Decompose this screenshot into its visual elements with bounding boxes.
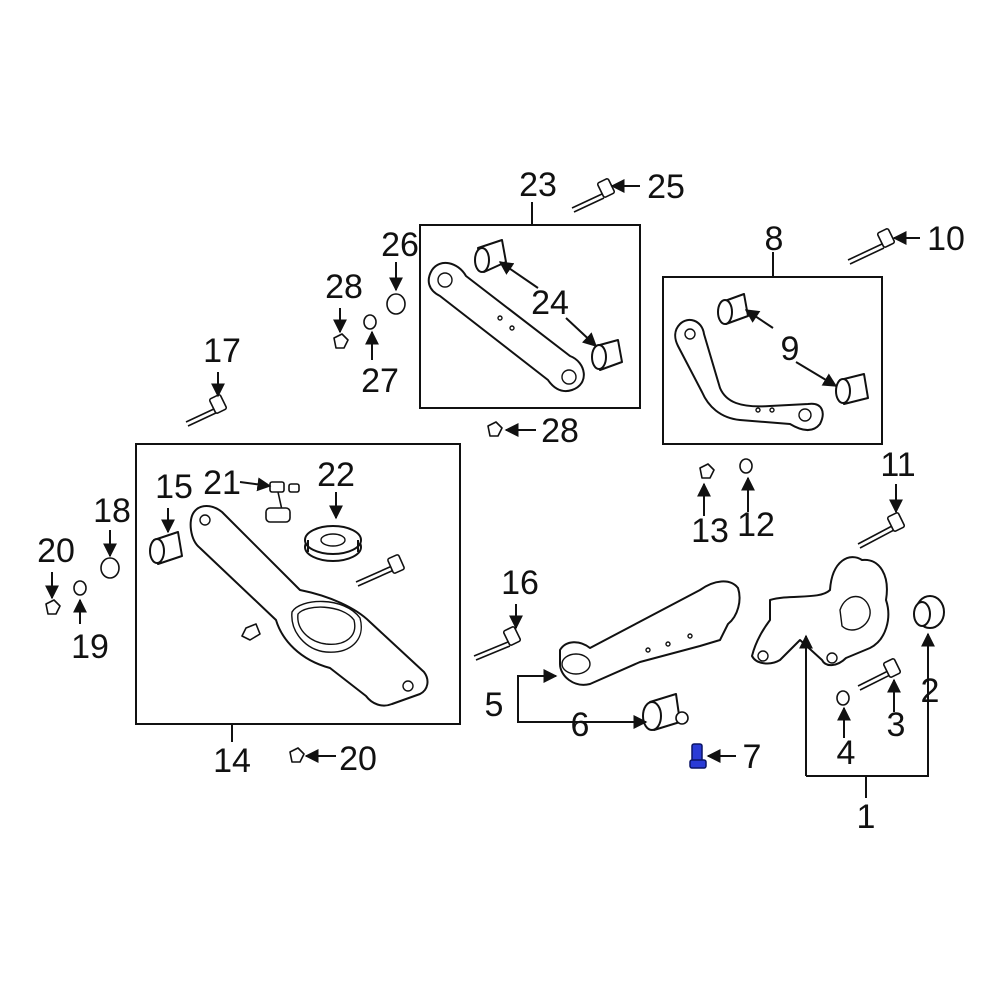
bushing-6 xyxy=(642,693,689,731)
callout-7: 7 xyxy=(743,738,762,776)
callout-8: 8 xyxy=(765,220,784,258)
nut-28-lower xyxy=(487,421,503,437)
trailing-arm xyxy=(559,580,741,686)
washer-19 xyxy=(73,580,87,596)
nut-subframe xyxy=(241,623,261,641)
callout-20-left: 20 xyxy=(37,532,75,570)
callout-labels: 1 2 3 4 5 6 7 8 9 10 11 12 13 14 15 16 1… xyxy=(37,166,965,836)
callout-15: 15 xyxy=(155,468,193,506)
bolt-7-highlighted xyxy=(689,743,707,769)
upper-link-arm xyxy=(427,261,585,392)
callout-5: 5 xyxy=(485,686,504,724)
leader-lines xyxy=(45,179,935,798)
bolt-11 xyxy=(857,512,906,549)
callout-17: 17 xyxy=(203,332,241,370)
hub-nut-2 xyxy=(913,595,945,629)
bushing-24-upper xyxy=(474,239,507,273)
group-box-14 xyxy=(135,443,461,725)
bolt-25 xyxy=(571,178,616,213)
callout-24: 24 xyxy=(531,284,569,322)
bolt-17 xyxy=(185,394,228,427)
callout-27: 27 xyxy=(361,362,399,400)
nut-20-bottom xyxy=(289,747,305,763)
bolt-16 xyxy=(473,626,522,661)
callout-11: 11 xyxy=(880,446,915,484)
rear-subframe xyxy=(189,505,429,707)
stabilizer-link-21 xyxy=(265,481,300,523)
bolt-10 xyxy=(847,228,896,265)
callout-25: 25 xyxy=(647,168,685,206)
callout-13: 13 xyxy=(691,512,729,550)
callout-1: 1 xyxy=(857,798,876,836)
callout-19: 19 xyxy=(71,628,109,666)
bushing-9-lower xyxy=(835,373,869,405)
washer-12 xyxy=(739,458,753,474)
callout-28-upper: 28 xyxy=(325,268,363,306)
callout-10: 10 xyxy=(927,220,965,258)
callout-6: 6 xyxy=(571,706,590,744)
callout-26: 26 xyxy=(381,226,419,264)
callout-16: 16 xyxy=(501,564,539,602)
bushing-9-upper xyxy=(717,293,749,325)
mount-22 xyxy=(304,525,362,562)
callout-28-lower: 28 xyxy=(541,412,579,450)
knuckle xyxy=(751,556,890,666)
nut-13 xyxy=(699,463,715,479)
lateral-arm xyxy=(674,318,824,431)
nut-20-left xyxy=(45,599,61,615)
bolt-3 xyxy=(857,658,902,691)
callout-20-bottom: 20 xyxy=(339,740,377,778)
bushing-15 xyxy=(149,531,183,565)
callout-12: 12 xyxy=(737,506,775,544)
callout-2: 2 xyxy=(921,672,940,710)
bushing-24-lower xyxy=(591,339,623,371)
callout-4: 4 xyxy=(837,734,856,772)
washer-4 xyxy=(836,690,850,706)
washer-26 xyxy=(386,293,406,315)
washer-27 xyxy=(363,314,377,330)
callout-14: 14 xyxy=(213,742,251,780)
callout-9: 9 xyxy=(781,330,800,368)
callout-22: 22 xyxy=(317,456,355,494)
group-box-23 xyxy=(419,224,641,409)
bolt-subframe xyxy=(355,554,405,587)
washer-18 xyxy=(100,557,120,579)
callout-18: 18 xyxy=(93,492,131,530)
nut-28-upper xyxy=(333,333,349,349)
callout-21: 21 xyxy=(203,464,241,502)
callout-23: 23 xyxy=(519,166,557,204)
callout-3: 3 xyxy=(887,706,906,744)
